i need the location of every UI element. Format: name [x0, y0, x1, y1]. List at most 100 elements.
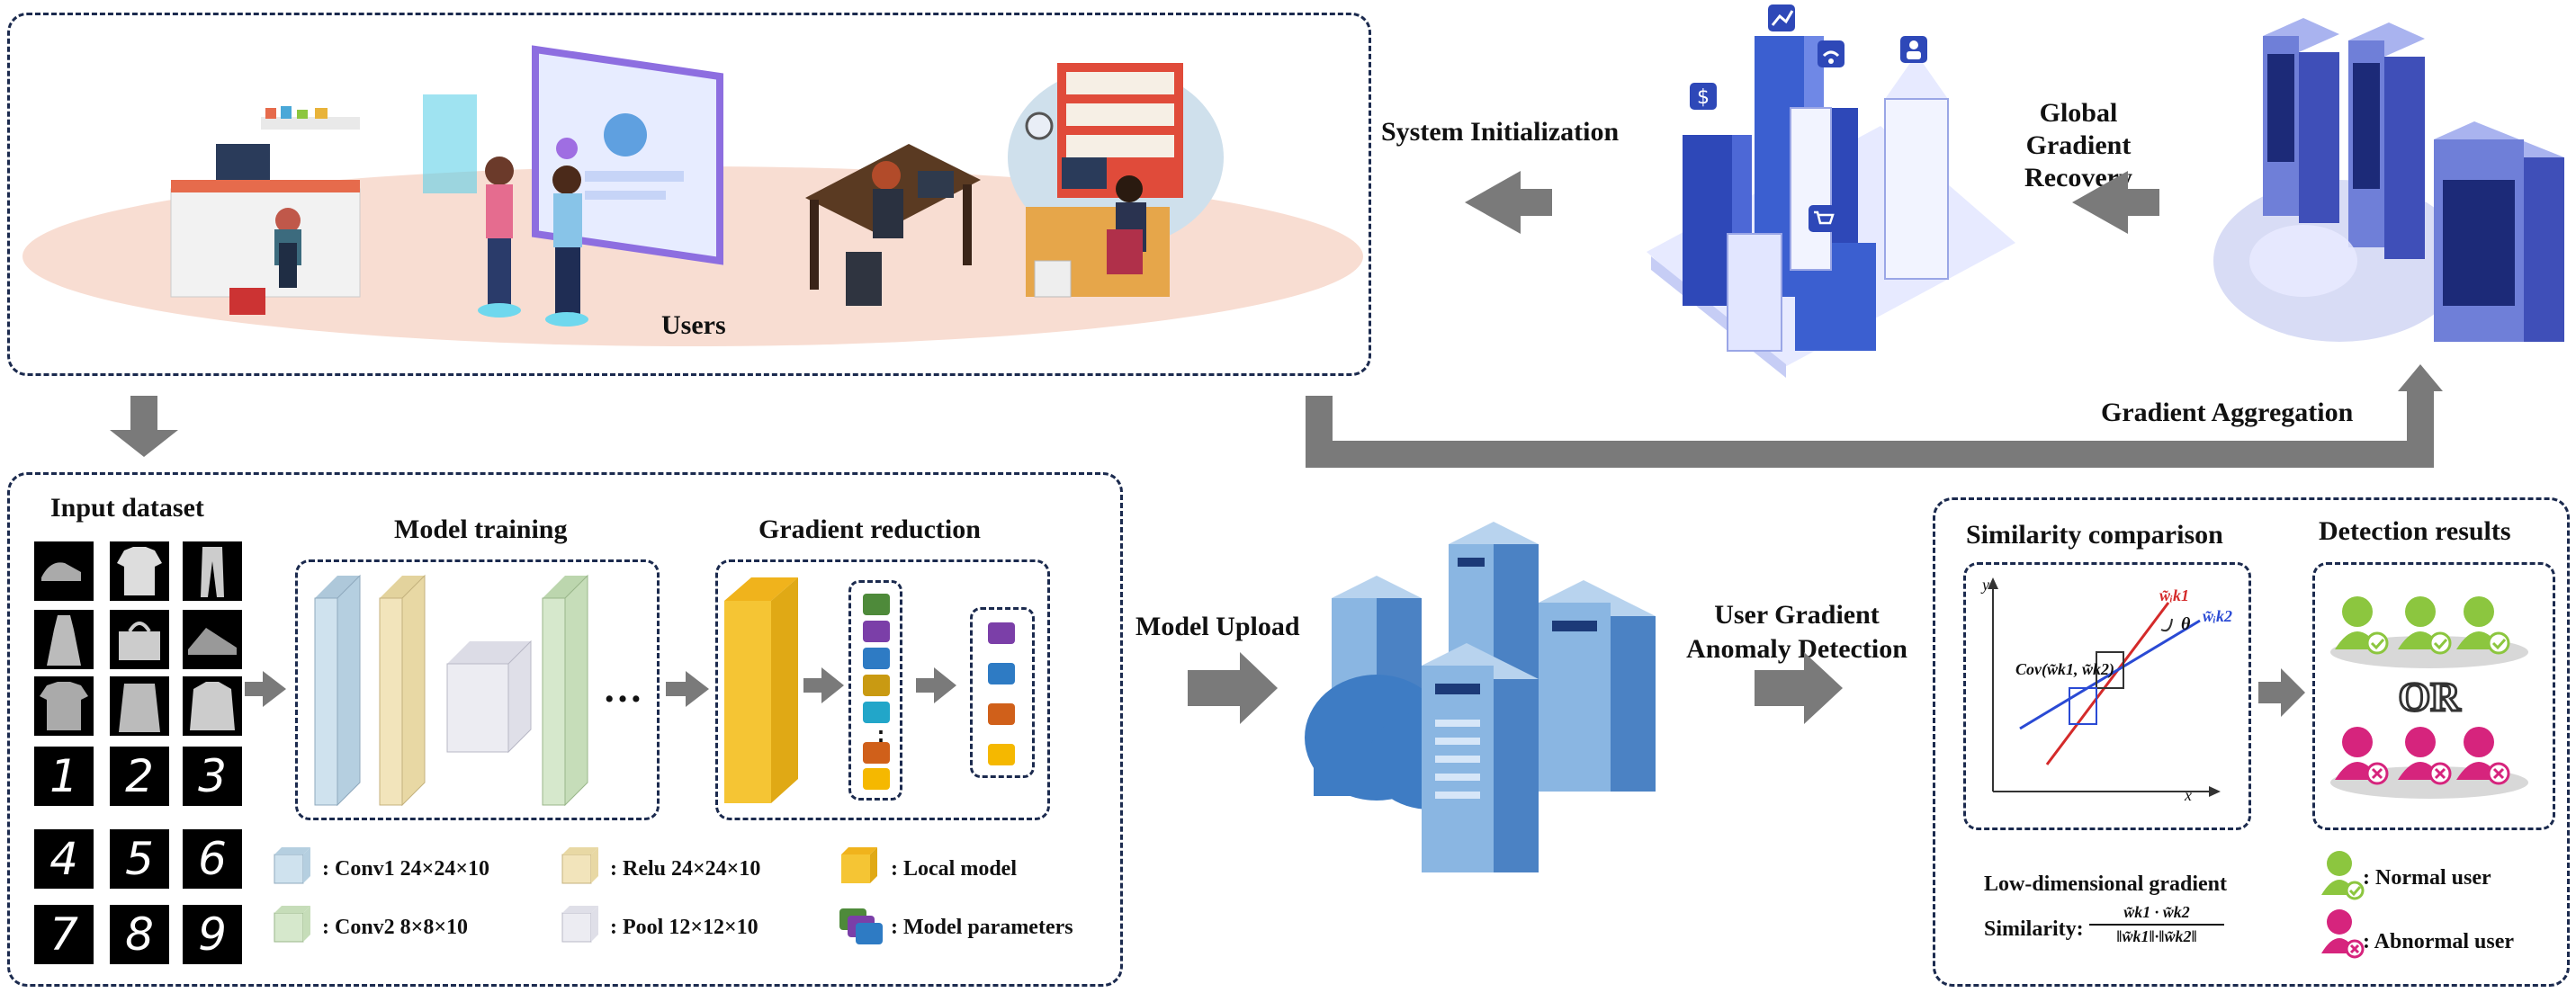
abnormal-user-icon-3 — [2456, 727, 2510, 785]
server-rack-2 — [2348, 22, 2425, 259]
angle-arc — [2160, 618, 2173, 632]
param-square-cyan — [863, 702, 890, 723]
legend-pool-label: : Pool 12×12×10 — [610, 916, 758, 939]
covariance-box-lower — [2069, 687, 2097, 725]
low-dimensional-gradient-label: Low-dimensional gradient — [1984, 872, 2228, 896]
legend-model-params-icon — [839, 908, 883, 944]
model-training-box — [295, 559, 660, 820]
param-square-yellow-1 — [863, 768, 890, 790]
abnormal-user-icon-1 — [2335, 727, 2389, 785]
legend-pool-icon — [561, 906, 598, 943]
dataset-image-coat — [110, 676, 169, 736]
normal-user-icon-2 — [2398, 596, 2452, 655]
server-rack-3 — [2434, 121, 2564, 342]
legend-conv1-label: : Conv1 24×24×10 — [322, 857, 490, 881]
arrow-anomaly-detection — [1755, 652, 1843, 724]
vector-k1-line — [2045, 602, 2170, 765]
dataset-digit-2: 2 — [110, 747, 169, 806]
relu-layer — [379, 574, 426, 807]
legend-local-model-label: : Local model — [891, 857, 1017, 881]
legend-model-params-label: : Model parameters — [891, 916, 1073, 939]
similarity-formula-denominator: ‖w̃k1‖·‖w̃k2‖ — [2116, 927, 2197, 945]
vector-k2-line — [2019, 619, 2201, 730]
param-square-blue — [863, 648, 890, 669]
chart-trend-icon — [1768, 4, 1795, 31]
server-tower-front — [1422, 643, 1539, 872]
dataset-image-shoe — [34, 541, 94, 601]
arrow-local-to-params — [803, 667, 844, 703]
legend-conv1-icon — [274, 847, 310, 884]
legend-relu-label: : Relu 24×24×10 — [610, 857, 761, 881]
detection-results-box — [2312, 562, 2555, 830]
dataset-digit-1: 1 — [34, 747, 94, 806]
arrow-global-recovery — [2072, 171, 2159, 234]
local-training-panel — [7, 472, 1123, 987]
abnormal-user-icon-2 — [2398, 727, 2452, 785]
dollar-icon: $ — [1690, 83, 1717, 110]
users-panel — [7, 13, 1371, 376]
layers-ellipsis: … — [603, 666, 642, 711]
hologram-interaction-illustration — [423, 45, 723, 327]
dataset-digit-3: 3 — [183, 747, 242, 806]
dataset-digit-7: 7 — [34, 905, 94, 964]
dataset-image-bag — [110, 610, 169, 669]
dataset-digit-9: 9 — [183, 905, 242, 964]
similarity-formula-numerator: w̃k1 · w̃k2 — [2089, 903, 2224, 926]
dataset-image-dress — [34, 610, 94, 669]
similarity-comparison-label: Similarity comparison — [1966, 520, 2223, 550]
covariance-label: Cov(w̃k1, w̃k2) — [2015, 660, 2114, 678]
reduced-param-orange — [988, 703, 1015, 725]
gradient-aggregation-path — [1306, 387, 2434, 468]
dataset-image-pullover — [183, 676, 242, 736]
similarity-formula: w̃k1 · w̃k2 ‖w̃k1‖·‖w̃k2‖ — [2089, 903, 2224, 946]
legend-conv2-label: : Conv2 8×8×10 — [322, 916, 469, 939]
arrow-model-upload — [1188, 652, 1278, 724]
legend-normal-user-icon — [2321, 851, 2365, 900]
reduced-param-purple — [988, 622, 1015, 644]
svg-text:$: $ — [1697, 86, 1710, 109]
param-square-green — [863, 594, 890, 615]
reduced-param-yellow — [988, 744, 1015, 765]
cart-icon — [1809, 205, 1836, 232]
dataset-digit-5: 5 — [110, 829, 169, 889]
dataset-image-shirt — [110, 541, 169, 601]
gradient-reduction-label: Gradient reduction — [758, 514, 981, 544]
dataset-digit-4: 4 — [34, 829, 94, 889]
selected-params-box — [848, 580, 902, 801]
users-label: Users — [661, 310, 726, 340]
arrow-users-down — [110, 396, 178, 457]
anomaly-detection-label: User Gradient Anomaly Detection — [1686, 600, 1907, 664]
local-model-block — [724, 577, 798, 803]
system-initialization-label: System Initialization — [1381, 117, 1620, 147]
dataset-digit-6: 6 — [183, 829, 242, 889]
office-desk-2-illustration — [805, 144, 981, 306]
vector-k2-label: w̃ᵢk2 — [2203, 607, 2233, 625]
model-upload-label: Model Upload — [1135, 612, 1300, 641]
or-label: OR — [2397, 673, 2462, 721]
reduced-params-box — [970, 607, 1035, 778]
legend-local-model-icon — [841, 847, 877, 883]
gradient-reduction-box — [715, 559, 1050, 820]
office-desk-3-illustration — [1008, 63, 1224, 298]
covariance-box-upper — [2096, 651, 2124, 689]
similarity-plot-box — [1963, 562, 2251, 830]
arrow-dataset-to-training — [245, 671, 286, 707]
vector-k1-label: w̃ᵢk1 — [2159, 586, 2190, 604]
abnormal-user-legend-label: : Abnormal user — [2363, 930, 2514, 953]
param-square-purple — [863, 621, 890, 642]
arrow-params-to-reduced — [916, 667, 956, 703]
server-rack-1 — [2263, 18, 2339, 223]
detection-results-label: Detection results — [2319, 516, 2511, 546]
wifi-icon — [1818, 40, 1844, 67]
arrow-aggregation-head — [2398, 364, 2443, 391]
axis-y-label: y — [1982, 576, 1989, 594]
gradient-aggregation-label: Gradient Aggregation — [2101, 398, 2354, 427]
